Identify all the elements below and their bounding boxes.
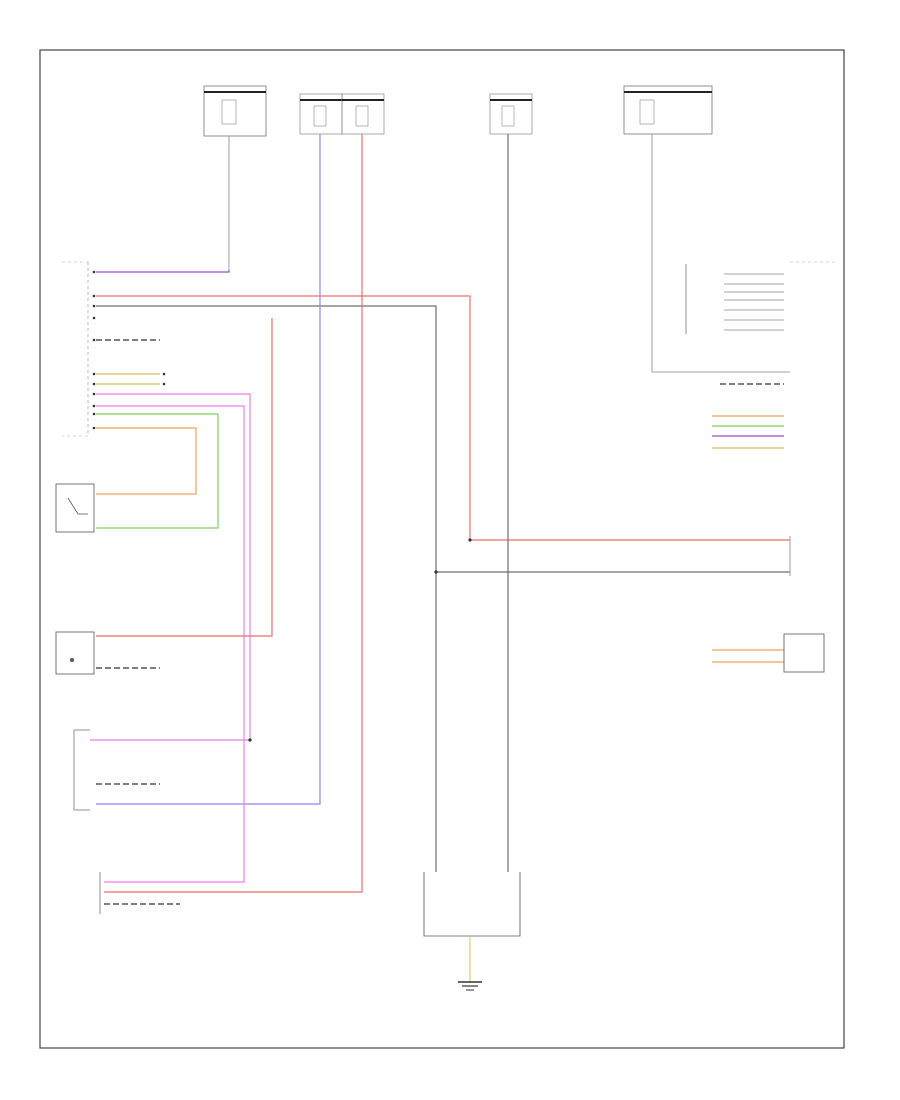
fluid-level-sensor	[55, 483, 95, 533]
ground-symbol	[458, 981, 482, 991]
wire-red-washer	[96, 318, 273, 637]
light-switch-module	[73, 729, 90, 811]
wire-orange	[96, 427, 197, 495]
fuse-box-2	[299, 93, 343, 135]
wire-green	[96, 413, 219, 529]
fuse-box-1	[203, 85, 267, 270]
splice-block	[423, 872, 521, 937]
fuse-box-3	[341, 93, 385, 135]
diagram-frame	[39, 49, 845, 1049]
wire-magenta-2	[96, 405, 245, 883]
wire-magenta-1	[90, 393, 251, 741]
instrument-cluster	[783, 633, 825, 673]
wire-blue	[96, 134, 321, 805]
rain-sensor	[99, 872, 101, 914]
wire-red-main	[96, 295, 790, 541]
fuse-box-5	[623, 85, 713, 372]
pins	[92, 270, 472, 742]
wires	[90, 134, 790, 982]
left-control-module	[62, 261, 89, 437]
washer-switch	[55, 631, 95, 675]
wire-gray-main	[96, 305, 437, 872]
wire-violet-fuse1	[96, 270, 230, 273]
fuse-box-4	[489, 93, 533, 135]
wire-red-fuse3	[104, 134, 363, 893]
right-control-module	[652, 261, 836, 373]
